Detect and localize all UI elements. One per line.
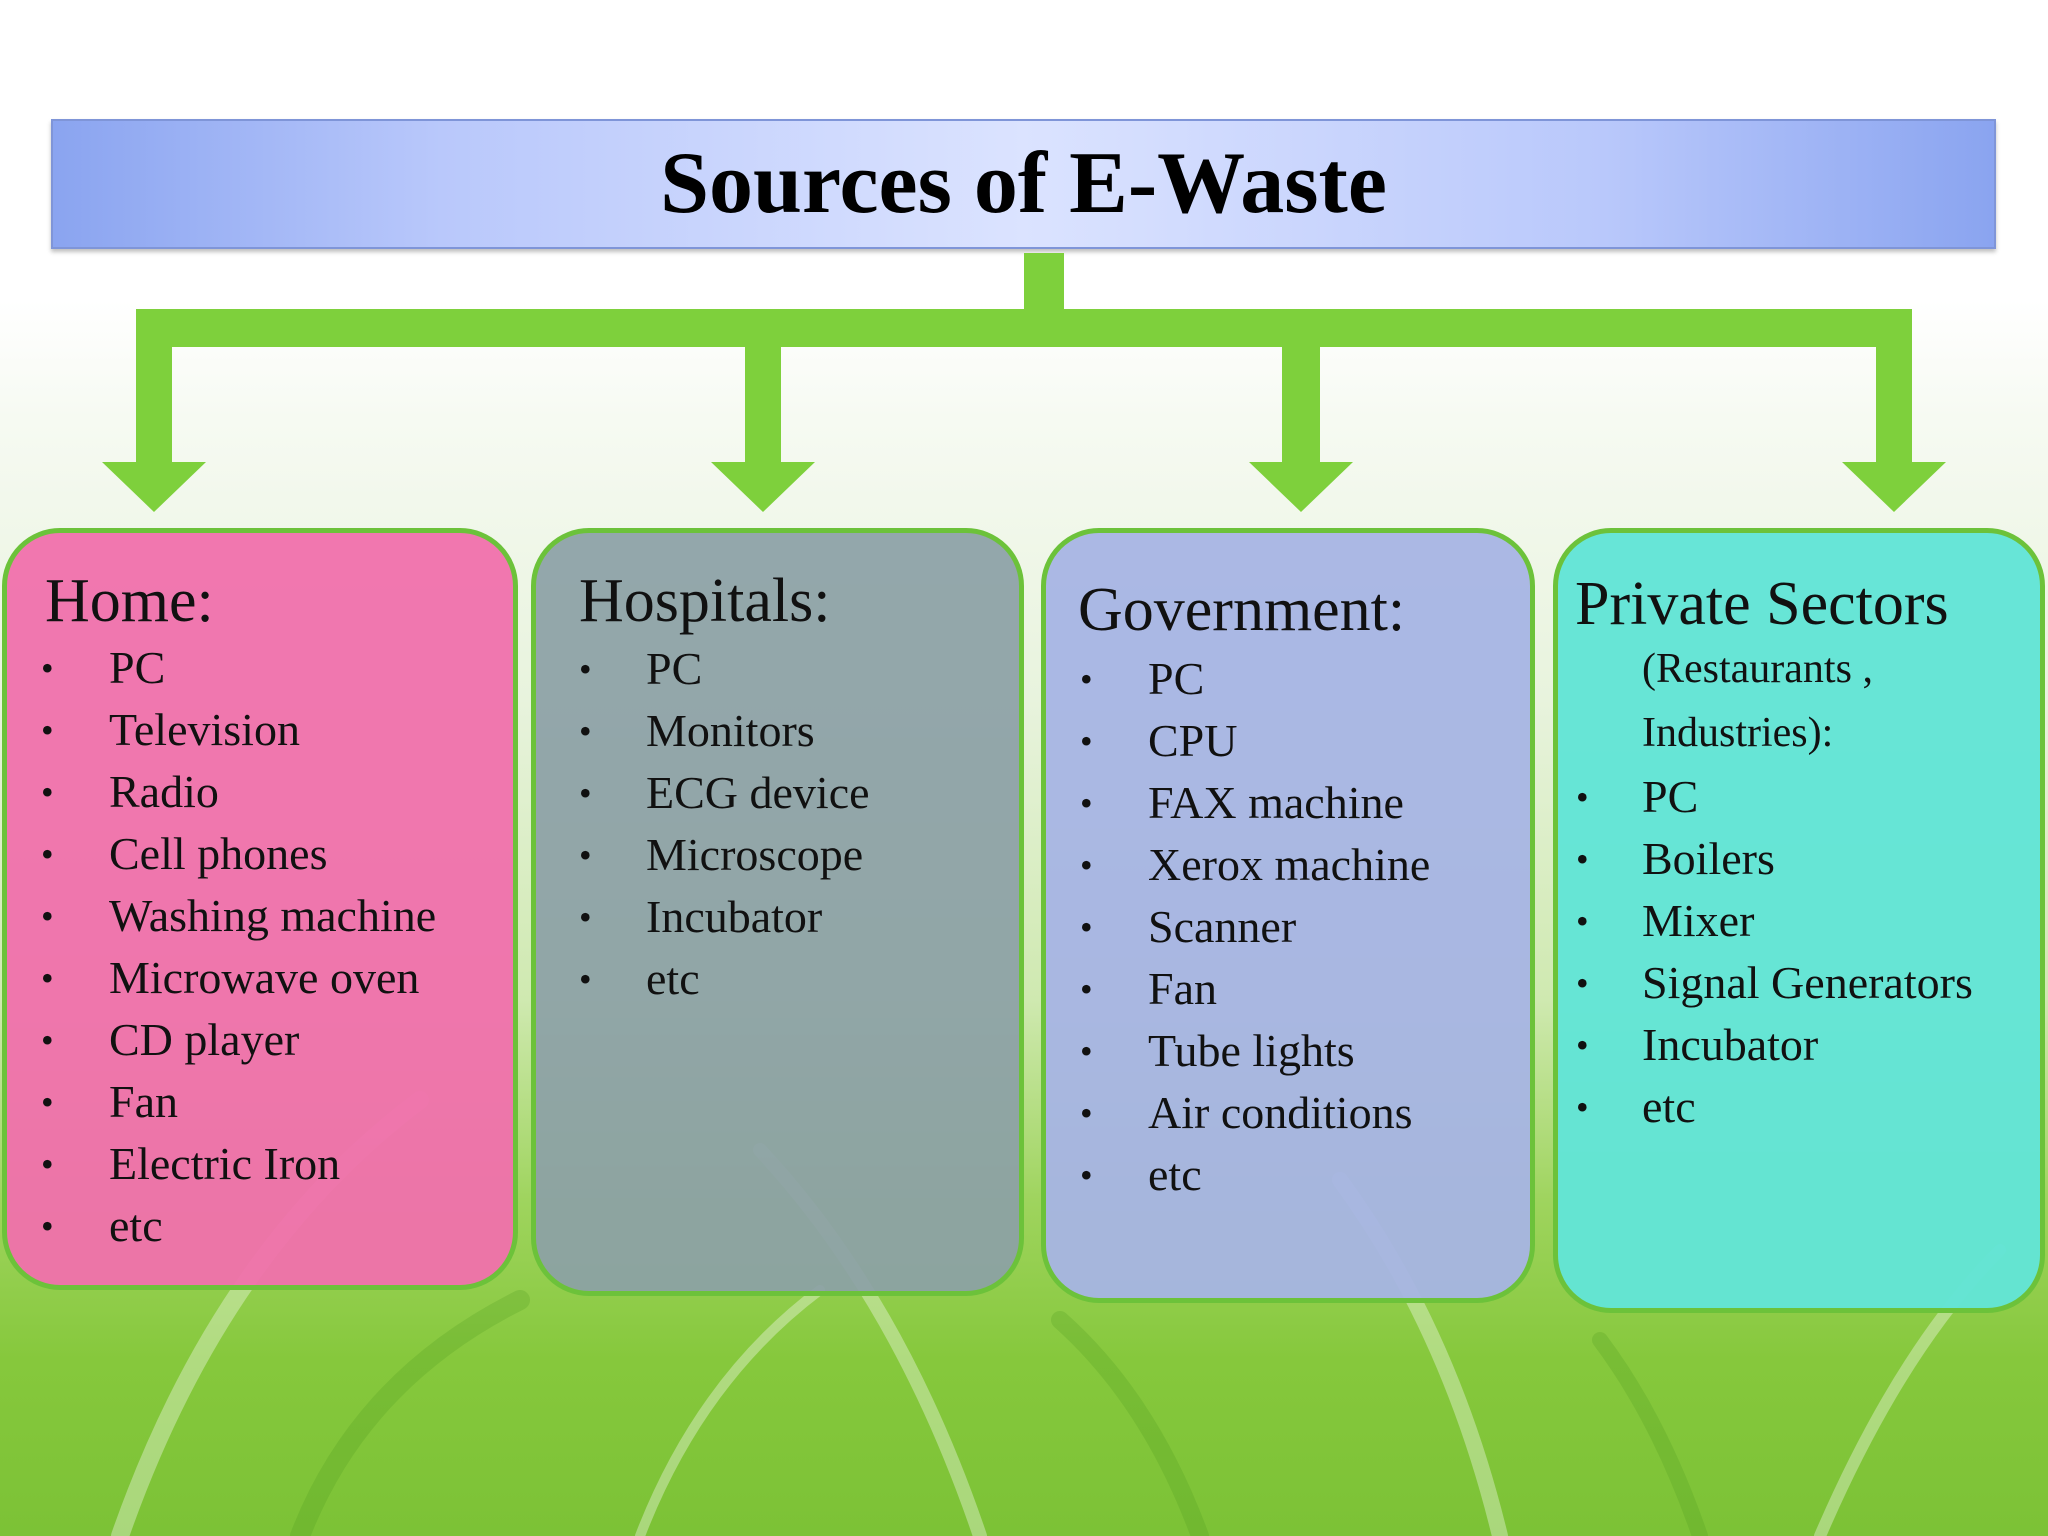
bullet: • [41, 1020, 54, 1060]
list-item-label: Incubator [646, 891, 823, 942]
list-item-label: Radio [109, 766, 219, 817]
arrow-head-home [102, 462, 206, 512]
list-item-label: CPU [1148, 715, 1238, 766]
bullet: • [1080, 1155, 1093, 1195]
bullet: • [1576, 777, 1589, 817]
bullet: • [41, 710, 54, 750]
category-heading-government: Government: [1078, 576, 1406, 644]
list-item-label: Tube lights [1148, 1025, 1355, 1076]
arrow-head-private [1842, 462, 1946, 512]
bullet: • [41, 772, 54, 812]
bullet: • [579, 711, 592, 751]
list-item-label: Mixer [1642, 895, 1755, 946]
list-item-label: Signal Generators [1642, 957, 1973, 1008]
bullet: • [1080, 1031, 1093, 1071]
category-subheading-private-sectors: (Restaurants , Industries): [1642, 637, 1873, 765]
list-item-label: PC [109, 642, 166, 693]
bullet: • [1576, 839, 1589, 879]
bullet: • [1576, 1087, 1589, 1127]
bullet: • [1080, 1093, 1093, 1133]
bullet: • [1080, 907, 1093, 947]
list-item-label: Electric Iron [109, 1138, 341, 1189]
list-item-label: etc [109, 1200, 163, 1251]
bullet: • [41, 1144, 54, 1184]
connector-branch-hospitals [745, 340, 781, 464]
bullet: • [1080, 659, 1093, 699]
connector-branch-home [136, 309, 172, 465]
list-item-label: ECG device [646, 767, 870, 818]
list-item-label: Microscope [646, 829, 864, 880]
list-item-label: Microwave oven [109, 952, 420, 1003]
list-item-label: Television [109, 704, 300, 755]
list-item-label: Washing machine [109, 890, 437, 941]
subheading-line-2: Industries): [1642, 710, 1834, 756]
arrow-head-hospitals [711, 462, 815, 512]
bullet: • [1576, 963, 1589, 1003]
list-item-label: Fan [1148, 963, 1217, 1014]
list-item-label: Scanner [1148, 901, 1297, 952]
bullet: • [1576, 901, 1589, 941]
category-box-home: Home: • PC • Television • Radio • Cell phone… [2, 528, 518, 1290]
list-item-label: Boilers [1642, 833, 1775, 884]
bullet: • [579, 649, 592, 689]
list-item-label: Fan [109, 1076, 178, 1127]
bullet: • [41, 834, 54, 874]
list-item-label: CD player [109, 1014, 300, 1065]
list-item-label: PC [646, 643, 703, 694]
bullet: • [579, 835, 592, 875]
bullet: • [41, 648, 54, 688]
list-item-label: FAX machine [1148, 777, 1404, 828]
connector-branch-private [1876, 309, 1912, 465]
bullet: • [41, 1082, 54, 1122]
bullet: • [1576, 1025, 1589, 1065]
connector-horizontal-bar [136, 309, 1912, 347]
category-box-hospitals: Hospitals: • PC • Monitors • ECG device • Mi… [531, 528, 1024, 1296]
category-heading-home: Home: [45, 567, 214, 635]
list-item-label: Monitors [646, 705, 815, 756]
bullet: • [1080, 969, 1093, 1009]
bullet: • [1080, 783, 1093, 823]
bullet: • [579, 959, 592, 999]
bullet: • [579, 897, 592, 937]
connector-branch-government [1282, 340, 1320, 464]
list-item-label: etc [1642, 1081, 1696, 1132]
list-item-label: PC [1148, 653, 1205, 704]
list-item-label: Cell phones [109, 828, 328, 879]
bullet: • [41, 1206, 54, 1246]
list-item-label: Xerox machine [1148, 839, 1431, 890]
category-heading-private-sectors: Private Sectors [1575, 570, 1949, 638]
list-item-label: etc [1148, 1149, 1202, 1200]
list-item-label: PC [1642, 771, 1699, 822]
bullet: • [1080, 721, 1093, 761]
category-box-private-sectors: Private Sectors (Restaurants , Industrie… [1553, 528, 2045, 1313]
diagram-title: Sources of E-Waste [660, 135, 1387, 232]
title-banner: Sources of E-Waste [51, 119, 1996, 249]
list-item-label: Incubator [1642, 1019, 1819, 1070]
category-box-government: Government: • PC • CPU • FAX machine • Xerox… [1041, 528, 1535, 1303]
list-item-label: etc [646, 953, 700, 1004]
bullet: • [41, 896, 54, 936]
subheading-line-1: (Restaurants , [1642, 646, 1873, 692]
category-heading-hospitals: Hospitals: [579, 567, 831, 635]
connector-stem [1024, 253, 1064, 311]
bullet: • [41, 958, 54, 998]
list-item-label: Air conditions [1148, 1087, 1413, 1138]
bullet: • [1080, 845, 1093, 885]
bullet: • [579, 773, 592, 813]
arrow-head-government [1249, 462, 1353, 512]
